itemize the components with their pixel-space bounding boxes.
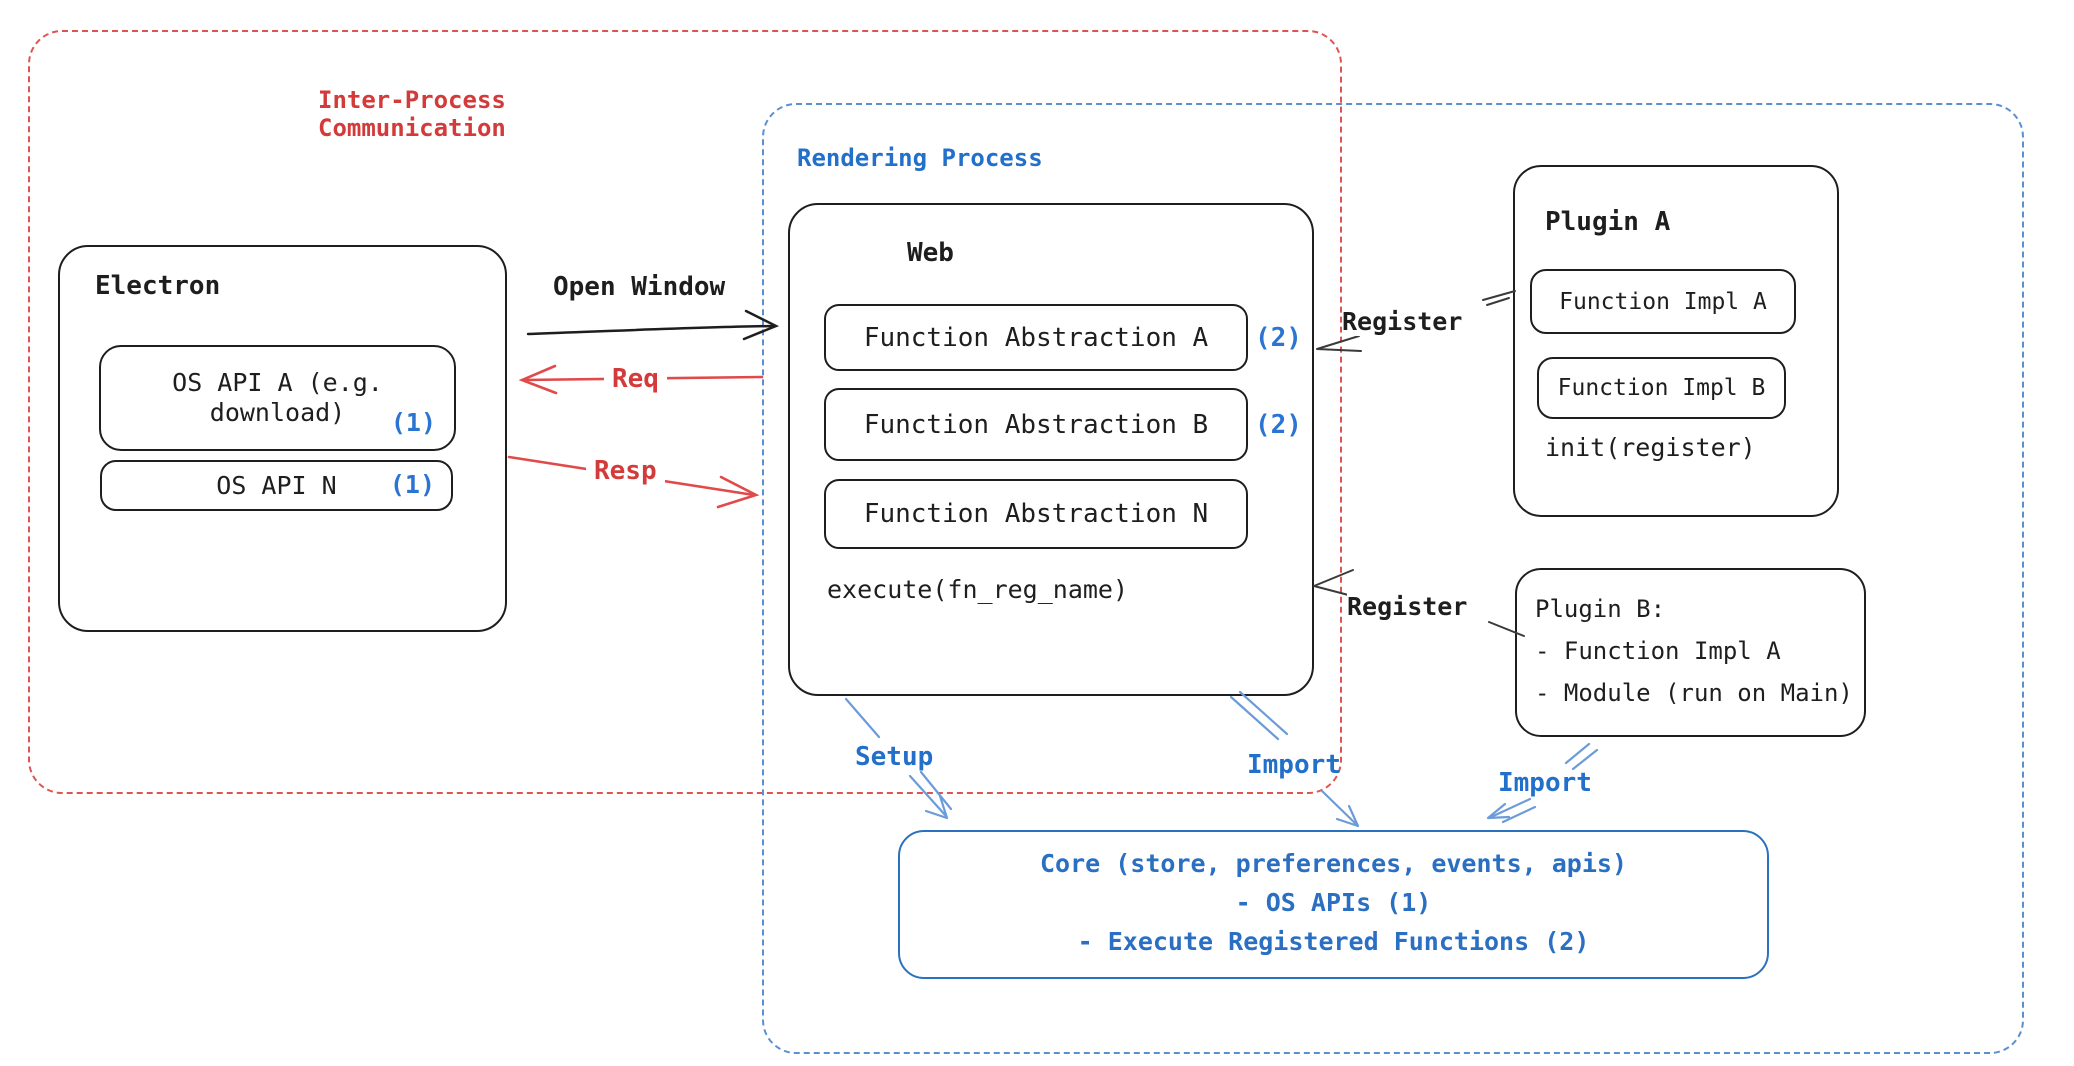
rendering-region-label: Rendering Process [797, 144, 1043, 172]
resp-label: Resp [586, 456, 665, 486]
function-abstraction-b-row: Function Abstraction B (2) [824, 388, 1302, 461]
plugin-b-item-module: - Module (run on Main) [1535, 679, 1853, 707]
web-box: Web Function Abstraction A (2) Function … [788, 203, 1314, 696]
core-lines: Core (store, preferences, events, apis) -… [900, 844, 1767, 961]
core-item-execute-registered: - Execute Registered Functions (2) [1077, 927, 1590, 956]
function-abstraction-a-tag: (2) [1255, 322, 1302, 353]
plugin-b-lines: Plugin B: - Function Impl A - Module (run … [1535, 588, 1853, 714]
function-impl-b-chip: Function Impl B [1537, 357, 1786, 419]
os-api-a-label: OS API A (e.g. download) [172, 368, 383, 427]
function-abstraction-a-label: Function Abstraction A [863, 322, 1209, 353]
rendering-region-outline [762, 103, 2024, 1054]
os-api-n-tag: (1) [389, 470, 435, 499]
req-label: Req [604, 364, 667, 394]
electron-box: Electron OS API A (e.g. download) (1) OS… [58, 245, 507, 632]
plugin-b-item-impl-a: - Function Impl A [1535, 637, 1781, 665]
function-impl-a-chip: Function Impl A [1530, 269, 1796, 334]
os-api-n-chip: OS API N (1) [100, 460, 453, 511]
core-title: Core (store, preferences, events, apis) [1040, 849, 1627, 878]
os-api-a-tag: (1) [390, 408, 436, 437]
register-plugin-b-label: Register [1347, 592, 1468, 621]
os-api-a-chip: OS API A (e.g. download) (1) [99, 345, 456, 451]
function-abstraction-b-label: Function Abstraction B [863, 409, 1209, 440]
function-abstraction-n-label: Function Abstraction N [863, 499, 1209, 529]
import-web-label: Import [1247, 750, 1341, 780]
core-item-os-apis: - OS APIs (1) [1235, 888, 1432, 917]
ipc-region-label: Inter-Process Communication [318, 86, 506, 142]
function-impl-b-label: Function Impl B [1557, 375, 1766, 401]
init-call-label: init(register) [1545, 433, 1756, 462]
function-abstraction-n-row: Function Abstraction N [824, 479, 1255, 549]
function-impl-a-label: Function Impl A [1559, 288, 1767, 315]
function-abstraction-a-chip: Function Abstraction A [824, 304, 1248, 371]
os-api-n-label: OS API N [216, 471, 337, 500]
plugin-b-title: Plugin B: [1535, 595, 1666, 623]
plugin-b-box: Plugin B: - Function Impl A - Module (run … [1515, 568, 1866, 737]
execute-call-label: execute(fn_reg_name) [827, 575, 1129, 604]
core-box: Core (store, preferences, events, apis) -… [898, 830, 1769, 979]
web-title: Web [907, 238, 954, 268]
function-abstraction-n-chip: Function Abstraction N [824, 479, 1248, 549]
import-plugin-b-label: Import [1498, 768, 1592, 798]
plugin-a-box: Plugin A Function Impl A Function Impl B… [1513, 165, 1839, 517]
plugin-a-title: Plugin A [1545, 207, 1671, 237]
ipc-region-outline [28, 30, 1342, 794]
function-abstraction-b-tag: (2) [1255, 409, 1302, 440]
setup-label: Setup [855, 742, 934, 772]
function-abstraction-b-chip: Function Abstraction B [824, 388, 1248, 461]
electron-title: Electron [95, 271, 221, 301]
function-abstraction-a-row: Function Abstraction A (2) [824, 304, 1302, 371]
register-plugin-a-label: Register [1342, 307, 1463, 336]
open-window-label: Open Window [553, 272, 726, 302]
